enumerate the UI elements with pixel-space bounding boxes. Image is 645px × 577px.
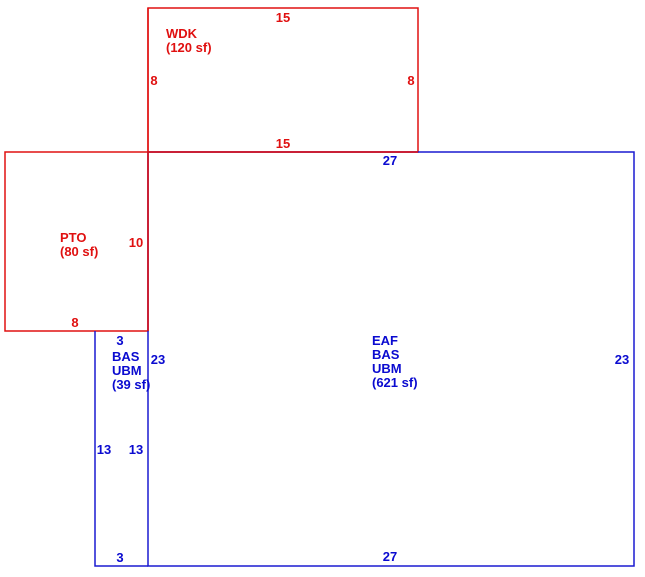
- pto-dim-bottom: 8: [71, 315, 78, 330]
- main-area: (621 sf): [372, 375, 418, 390]
- main-line2: BAS: [372, 347, 400, 362]
- bas-small-line2: UBM: [112, 363, 142, 378]
- main-dim-top: 27: [383, 153, 397, 168]
- wdk-area: (120 sf): [166, 40, 212, 55]
- main-dim-left: 23: [151, 352, 165, 367]
- wdk-name: WDK: [166, 26, 198, 41]
- wdk-dim-left: 8: [150, 73, 157, 88]
- main-dim-bottom: 27: [383, 549, 397, 564]
- main-dim-right: 23: [615, 352, 629, 367]
- bas-small-dim-bottom: 3: [116, 550, 123, 565]
- wdk-dim-right: 8: [407, 73, 414, 88]
- pto-area: (80 sf): [60, 244, 98, 259]
- bas-small-area: (39 sf): [112, 377, 150, 392]
- main-line1: EAF: [372, 333, 398, 348]
- wdk-dim-top: 15: [276, 10, 290, 25]
- wdk-dim-bottom: 15: [276, 136, 290, 151]
- bas-small-dim-right: 13: [129, 442, 143, 457]
- bas-small-dim-top: 3: [116, 333, 123, 348]
- pto-name: PTO: [60, 230, 87, 245]
- bas-small-outline: [94, 331, 148, 567]
- bas-small-dim-left: 13: [97, 442, 111, 457]
- main-line3: UBM: [372, 361, 402, 376]
- bas-small-line1: BAS: [112, 349, 140, 364]
- pto-dim-right: 10: [129, 235, 143, 250]
